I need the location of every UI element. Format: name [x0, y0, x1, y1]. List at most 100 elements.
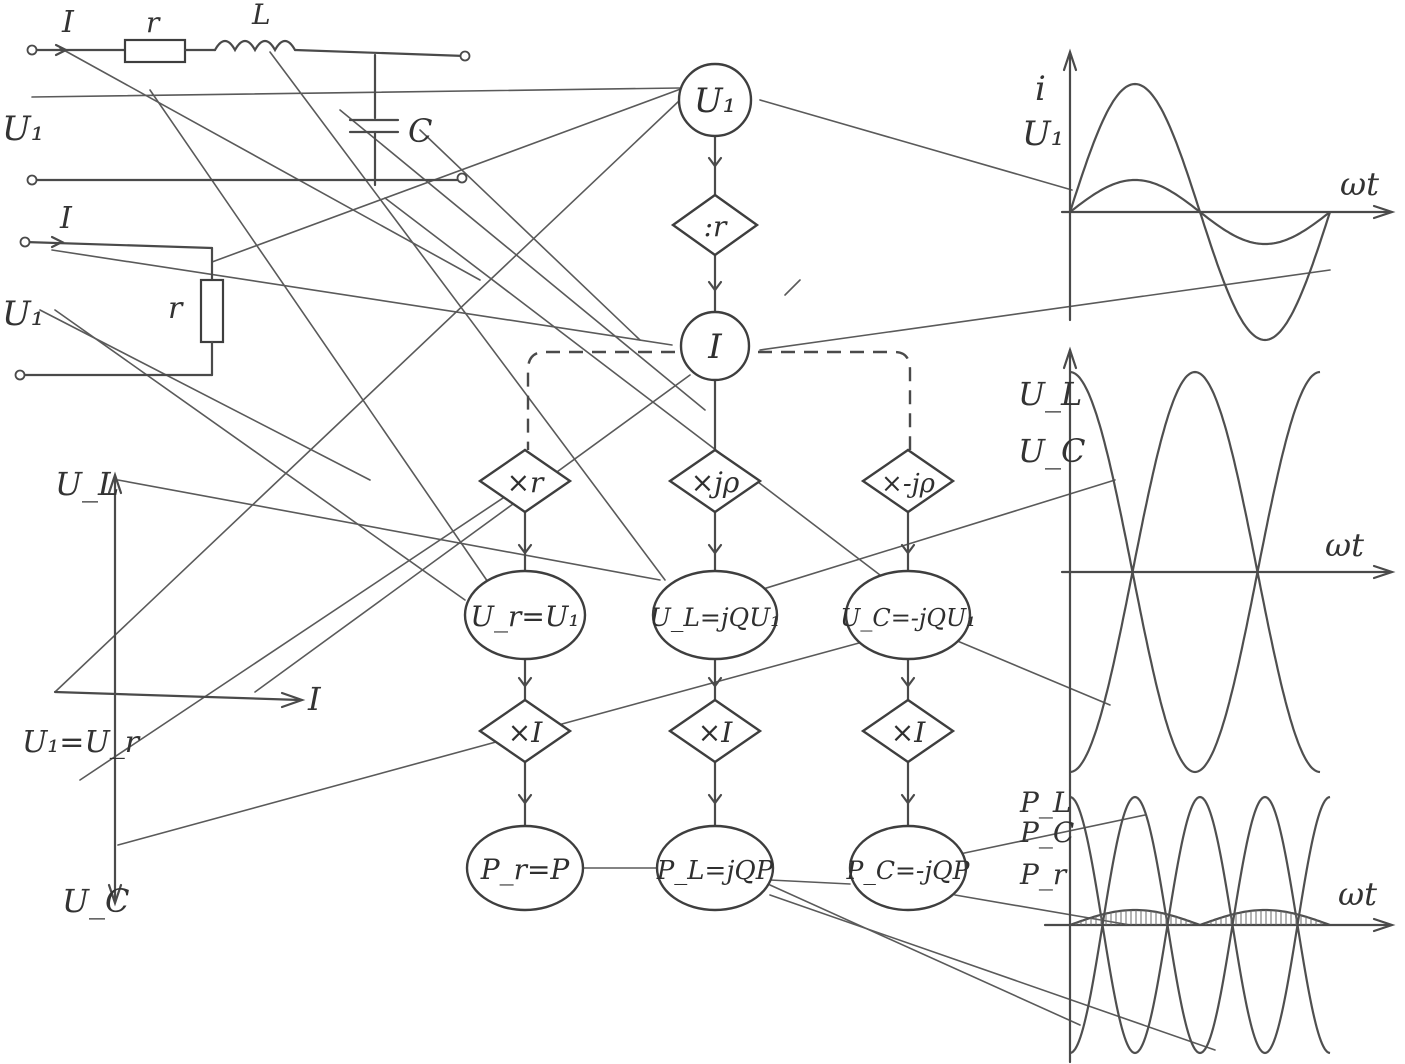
series-resistor-label: r [146, 6, 161, 39]
wave-mid-ul-label: U_L [1018, 375, 1082, 413]
node-mul-r [477, 448, 573, 514]
resistor-symbol [199, 278, 225, 344]
connector [31, 87, 681, 98]
connector [211, 79, 706, 263]
wave-mid-ul-curve [1069, 370, 1321, 774]
resistive-circuit: I r U₁ [2, 201, 225, 381]
connector [769, 879, 851, 885]
node-mul-i-3 [860, 698, 956, 764]
node-mul-jp-label: ×jρ [691, 466, 740, 499]
connector [269, 51, 666, 581]
connector [784, 279, 801, 296]
node-mul-neg-jp-label: ×-jρ [881, 469, 936, 499]
phasor-ul-label: U_L [55, 465, 119, 503]
terminal [456, 172, 468, 184]
node-mul-i-3-label: ×I [891, 716, 926, 749]
terminal [26, 44, 38, 56]
wave-top-wt-label: ωt [1340, 165, 1379, 203]
node-mul-neg-jp [860, 448, 956, 514]
arrowhead-up-icon [1062, 48, 1078, 72]
connector [117, 639, 871, 846]
connection-lines [31, 47, 1331, 1051]
arrowhead-up-icon [107, 471, 123, 495]
connector [759, 99, 1073, 191]
wave-top-i-label: i [1035, 69, 1046, 109]
wave-bottom-pc-curve [1069, 795, 1331, 1055]
node-uc-label: U_C=-jQU₁ [840, 604, 976, 632]
connector [59, 47, 481, 281]
phasor-u1-ur-label: U₁=U_r [22, 725, 141, 760]
node-pl [655, 824, 775, 912]
series-voltage-label: U₁ [2, 109, 44, 149]
connector [117, 479, 661, 581]
node-u1 [677, 62, 753, 138]
wave-bottom-pl-curve [1069, 795, 1331, 1055]
node-mul-i-1-label: ×I [508, 716, 543, 749]
wave-top-u1-label: U₁ [1022, 114, 1064, 154]
node-pl-label: P_L=jQP [656, 856, 774, 886]
wave-bottom-wt-label: ωt [1338, 875, 1377, 913]
node-ur [463, 569, 587, 661]
connector [79, 479, 531, 781]
connector [54, 309, 466, 601]
connector [51, 249, 673, 346]
arrowhead-right-icon [1372, 564, 1396, 580]
node-ul-label: U_L=jQU₁ [650, 603, 780, 632]
arrowhead-right-icon [1372, 204, 1396, 220]
terminal [19, 236, 31, 248]
connector [954, 639, 1111, 706]
wave-mid-uc-curve [1069, 370, 1321, 774]
node-pc [848, 824, 968, 912]
wave-mid-uc-label: U_C [1018, 432, 1085, 470]
connector [254, 374, 691, 693]
node-u1-label: U₁ [694, 81, 736, 121]
node-ul [651, 569, 779, 661]
connector [769, 884, 1081, 1026]
phasor-current-label: I [307, 680, 322, 718]
connector [149, 89, 491, 586]
arrowhead-up-icon [1062, 346, 1078, 370]
wave-bottom-pc-label: P_C [1019, 816, 1074, 849]
node-div-r-label: :r [704, 210, 728, 243]
arrowhead-right-icon [1372, 917, 1396, 933]
series-capacitor-label: C [408, 112, 432, 150]
parallel-voltage-label: U₁ [2, 294, 44, 334]
node-mul-i-2-label: ×I [698, 716, 733, 749]
inductor-symbol [213, 39, 297, 53]
phasor-uc-label: U_C [62, 882, 129, 920]
connector [39, 309, 371, 481]
node-div-r [670, 193, 760, 257]
connector [759, 269, 1331, 351]
phasor-diagram: U_L U_C I U₁=U_r [22, 465, 322, 920]
node-uc [844, 569, 972, 661]
resistor-symbol [123, 38, 187, 64]
current-phasor [53, 690, 302, 702]
node-mul-r-label: ×r [507, 466, 545, 499]
series-rlc-circuit: I r L C U₁ [2, 0, 471, 187]
terminal [26, 174, 38, 186]
node-current-label: I [707, 327, 722, 367]
node-ur-label: U_r=U₁ [470, 600, 579, 633]
node-mul-i-2 [667, 698, 763, 764]
connector [769, 894, 1216, 1051]
arrowhead-right-icon [280, 691, 306, 709]
flowchart-connectors [517, 130, 916, 827]
terminal [459, 50, 471, 62]
connector [419, 129, 641, 341]
wave-mid-wt-label: ωt [1325, 526, 1364, 564]
flowchart-nodes: U₁ :r I ×r ×jρ ×-jρ U_r=U₁ U_L=jQU₁ U_C=… [463, 62, 976, 912]
connector [339, 109, 706, 411]
series-inductor-label: L [251, 0, 271, 31]
node-pr [465, 824, 585, 912]
series-current-label: I [61, 5, 75, 40]
wave-bottom-pr-label: P_r [1019, 858, 1068, 891]
wave-bottom-pl-label: P_L [1019, 786, 1071, 819]
arrowhead-down-icon [107, 883, 123, 907]
terminal [14, 369, 26, 381]
waveform-panels: i U₁ ωt U_L U_C ωt P_L P_C P_r ωt [1018, 48, 1396, 1064]
parallel-resistor-label: r [168, 291, 184, 326]
parallel-current-label: I [59, 201, 73, 236]
connector [54, 99, 681, 693]
